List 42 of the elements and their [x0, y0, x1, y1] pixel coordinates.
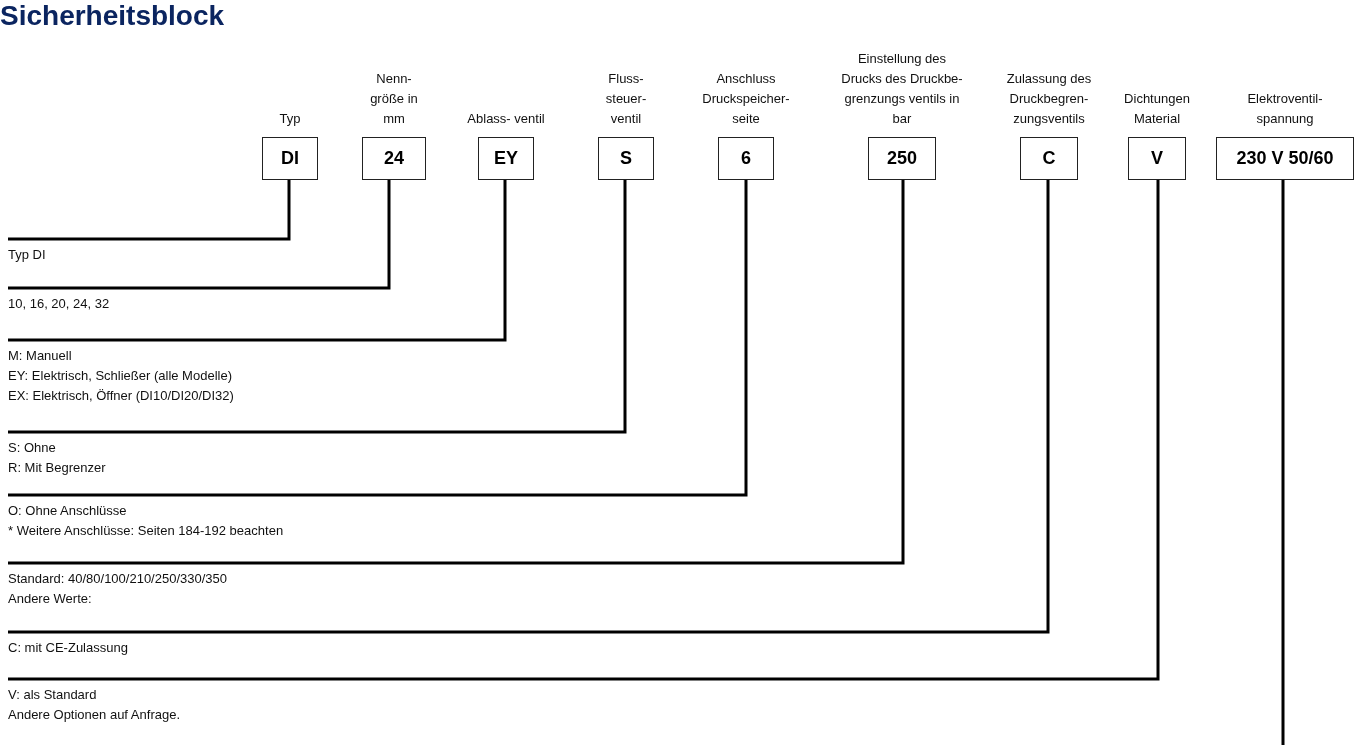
leader-line [8, 180, 391, 290]
page-title: Sicherheitsblock [0, 0, 225, 32]
leader-line [8, 180, 1160, 681]
leader-line [8, 180, 627, 434]
option-description: Typ DI [8, 246, 46, 264]
code-box: 24 [362, 137, 426, 180]
column-heading: Elektroventil- spannung [1246, 90, 1324, 128]
option-description: Andere Optionen auf Anfrage. [8, 706, 180, 724]
option-description: EY: Elektrisch, Schließer (alle Modelle) [8, 367, 233, 385]
option-description: C: mit CE-Zulassung [8, 639, 128, 657]
option-description: V: als Standard [8, 686, 98, 704]
option-description: O: Ohne Anschlüsse [8, 502, 128, 520]
column-heading: Typ [278, 110, 302, 128]
option-description: Andere Werte: [8, 590, 93, 608]
option-description: M: Manuell [8, 347, 73, 365]
code-box: 6 [718, 137, 774, 180]
code-box: C [1020, 137, 1078, 180]
option-description: * Weitere Anschlüsse: Seiten 184-192 beachten [8, 522, 284, 540]
leader-line [8, 180, 507, 342]
code-box: 230 V 50/60 [1216, 137, 1354, 180]
code-box: V [1128, 137, 1186, 180]
code-box: DI [262, 137, 318, 180]
column-heading: Ablass- ventil [466, 110, 546, 128]
leader-line [8, 180, 748, 497]
option-description: Standard: 40/80/100/210/250/330/350 [8, 570, 228, 588]
code-box: S [598, 137, 654, 180]
option-description: S: Ohne [8, 439, 57, 457]
leader-line [8, 180, 1050, 634]
column-heading: Einstellung des Drucks des Druckbe- grenzungs ventils in bar [840, 50, 964, 128]
column-heading: Nenn- größe in mm [369, 70, 419, 128]
leader-line [1281, 180, 1285, 745]
option-description: 10, 16, 20, 24, 32 [8, 295, 110, 313]
leader-line [8, 180, 291, 241]
column-heading: Zulassung des Druckbegren- zungsventils [1005, 70, 1093, 128]
code-box: 250 [868, 137, 936, 180]
column-heading: Dichtungen Material [1123, 90, 1191, 128]
column-heading: Anschluss Druckspeicher- seite [701, 70, 791, 128]
code-box: EY [478, 137, 534, 180]
option-description: EX: Elektrisch, Öffner (DI10/DI20/DI32) [8, 387, 234, 405]
column-heading: Fluss- steuer- ventil [604, 70, 648, 128]
leader-line [8, 180, 905, 565]
option-description: R: Mit Begrenzer [8, 459, 106, 477]
